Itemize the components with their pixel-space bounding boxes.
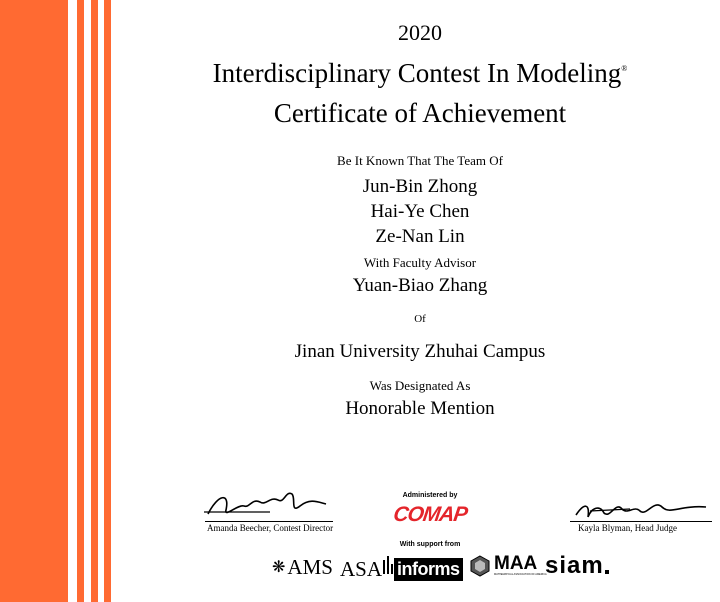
asa-logo-text: ASA xyxy=(340,557,383,581)
with-support-label: With support from xyxy=(399,541,461,548)
advisor-name: Yuan-Biao Zhang xyxy=(352,275,488,296)
certificate-title: Certificate of Achievement xyxy=(273,98,567,128)
certificate-body: 2020 Interdisciplinary Contest In Modeli… xyxy=(120,0,720,430)
ams-logo: ❋ AMS xyxy=(272,555,333,580)
team-intro: Be It Known That The Team Of xyxy=(337,153,503,168)
maa-emblem-icon xyxy=(470,555,490,577)
designation-intro: Was Designated As xyxy=(369,378,471,393)
institution: Jinan University Zhuhai Campus xyxy=(294,341,546,362)
siam-dot-icon xyxy=(604,570,609,574)
designation: Honorable Mention xyxy=(345,398,495,419)
ams-logo-text: AMS xyxy=(287,555,333,579)
contest-name-text: Interdisciplinary Contest In Modeling xyxy=(212,58,622,88)
judge-caption: Kayla Blyman, Head Judge xyxy=(578,523,677,533)
director-caption: Amanda Beecher, Contest Director xyxy=(207,523,334,533)
contest-name: Interdisciplinary Contest In Modeling® xyxy=(120,58,720,89)
year: 2020 xyxy=(398,20,442,45)
border-stripe-wide xyxy=(0,0,68,602)
registered-mark: ® xyxy=(621,64,628,73)
maa-logo-text: MAA xyxy=(494,553,538,574)
team-member: Ze-Nan Lin xyxy=(375,226,465,247)
maa-text-block: MAA MATHEMATICAL ASSOCIATION OF AMERICA xyxy=(494,553,547,577)
siam-logo: siam xyxy=(545,552,609,580)
team-member: Jun-Bin Zhong xyxy=(362,176,478,197)
judge-signature-line xyxy=(570,521,712,522)
border-stripe-1 xyxy=(77,0,84,602)
border-stripe-3 xyxy=(104,0,111,602)
administered-by-label: Administered by xyxy=(402,492,458,499)
asa-bars-icon xyxy=(383,556,394,579)
informs-logo: informs xyxy=(394,556,463,582)
siam-logo-text: siam xyxy=(545,552,604,579)
of-label: Of xyxy=(414,313,426,325)
team-member: Hai-Ye Chen xyxy=(370,201,470,222)
informs-logo-text: informs xyxy=(394,557,463,581)
director-signature xyxy=(204,492,327,515)
comap-logo: COMAP xyxy=(391,503,469,526)
border-stripe-2 xyxy=(91,0,98,602)
maa-logo: MAA MATHEMATICAL ASSOCIATION OF AMERICA xyxy=(469,553,547,577)
director-signature-line xyxy=(205,521,333,522)
judge-signature xyxy=(575,504,707,518)
maa-subtitle: MATHEMATICAL ASSOCIATION OF AMERICA xyxy=(494,573,547,576)
asa-logo: ASA xyxy=(340,556,394,582)
advisor-intro: With Faculty Advisor xyxy=(363,255,477,270)
ams-emblem-icon: ❋ xyxy=(272,558,286,576)
